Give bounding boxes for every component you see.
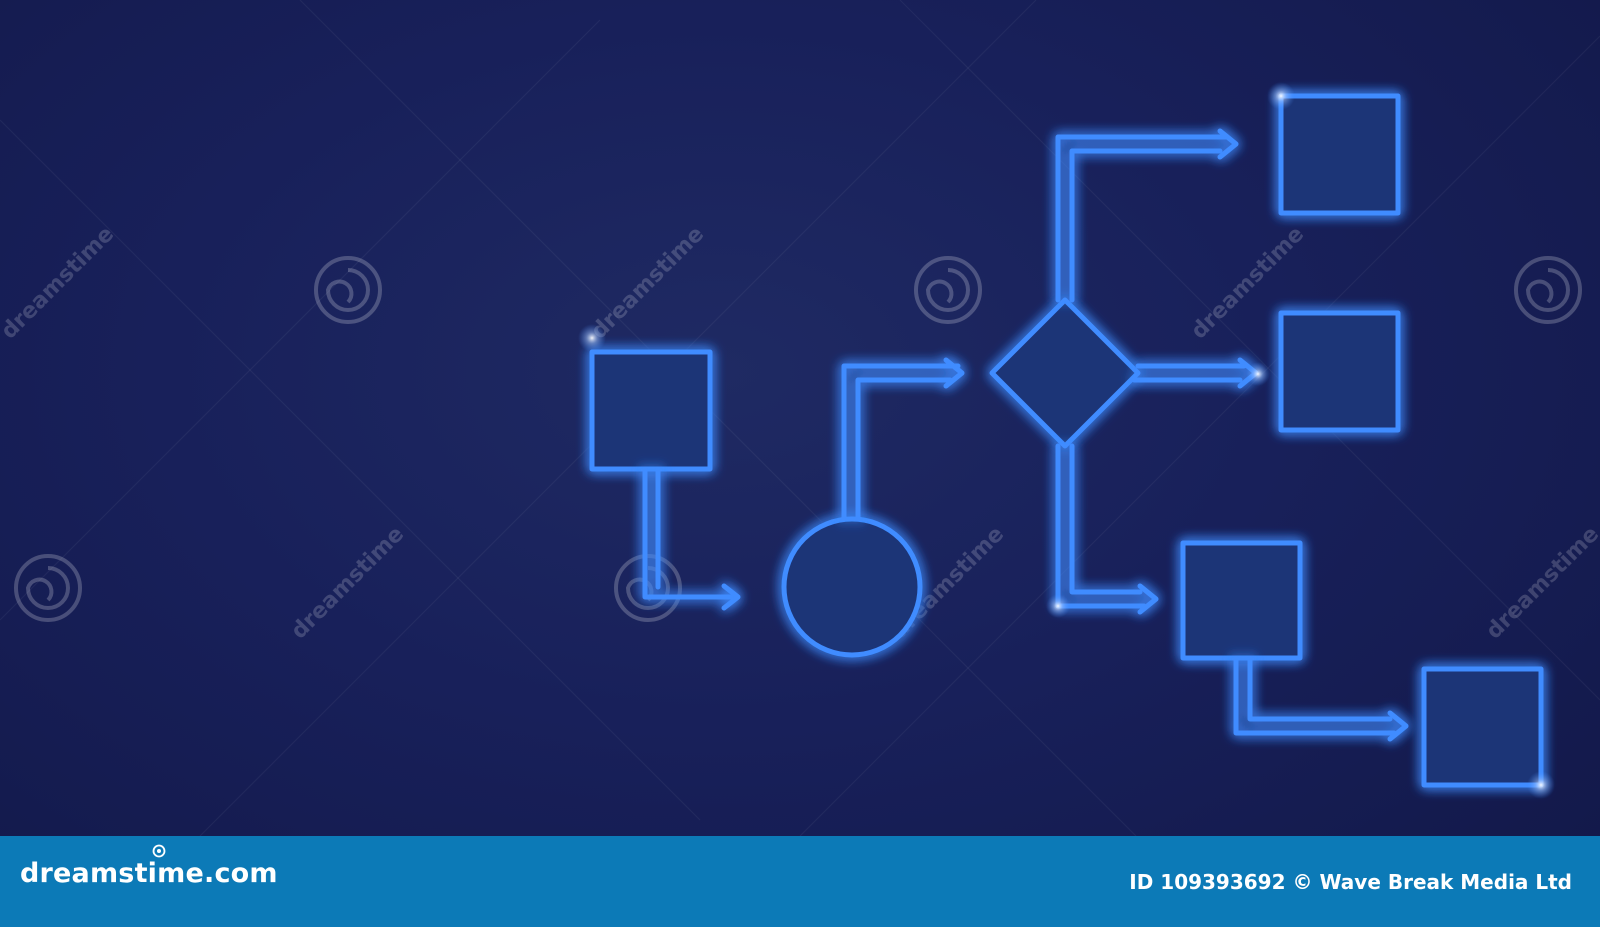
sparkle (1527, 771, 1555, 799)
flowchart-canvas: dreamstime dreamstime dreamstime dreamst… (0, 82, 1600, 799)
flow-arrow-decision-to-middle (1131, 357, 1259, 389)
sparkle (1246, 362, 1270, 386)
flow-node-out-middle (1278, 310, 1401, 433)
watermark-spiral-icon (14, 554, 82, 622)
sparkle (1267, 82, 1295, 110)
flow-node-out-top (1278, 93, 1401, 216)
sparkle (578, 324, 606, 352)
flow-arrow-process-to-decision (841, 357, 965, 522)
flow-node-out-bottom (1180, 540, 1303, 661)
sparkle (1046, 594, 1070, 618)
watermark-text: dreamstime (1482, 522, 1600, 645)
flow-arrow-bottom-to-final (1233, 655, 1409, 742)
flow-arrow-decision-to-top (1055, 128, 1239, 303)
flow-node-decision (989, 297, 1141, 449)
flow-arrow-start-to-process (642, 466, 741, 611)
watermark-footer-bar: dreamstime.com ID 109393692 © Wave Break… (0, 836, 1600, 927)
watermark-spiral-icon (614, 554, 682, 622)
watermark-spiral-icon (314, 256, 382, 324)
flow-node-process (781, 516, 923, 658)
sparkle-layer (578, 82, 1555, 799)
flow-node-start (589, 349, 713, 472)
watermark-text: dreamstime (587, 222, 710, 345)
watermark-text: dreamstime (287, 522, 410, 645)
brand-logo-text: dreamstime.com (20, 858, 278, 889)
watermark-text: dreamstime (0, 222, 119, 345)
image-credit: ID 109393692 © Wave Break Media Ltd (1129, 870, 1572, 894)
brand-spiral-icon (152, 844, 166, 858)
watermark-spiral-icon (914, 256, 982, 324)
watermark-spiral-icon (1514, 256, 1582, 324)
flow-node-final (1421, 666, 1544, 788)
